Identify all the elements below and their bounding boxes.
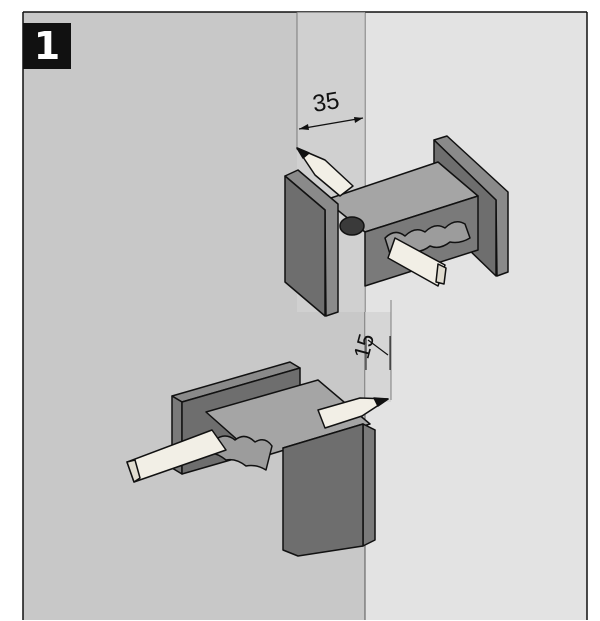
- lower-bracket-front-edge: [362, 423, 376, 547]
- upper-bracket: [284, 135, 509, 317]
- upper-pencil-end: [435, 263, 447, 285]
- lower-bracket-threads: [209, 435, 273, 471]
- dimension-line-35: [298, 117, 364, 130]
- lower-bracket-front-plate: [282, 423, 364, 557]
- dimension-label-35: 35: [311, 87, 342, 118]
- reference-strip-bottom: [365, 312, 391, 402]
- lower-pencil-end: [126, 459, 141, 483]
- upper-bracket-front-plate: [284, 175, 326, 317]
- lower-bracket: [126, 361, 389, 557]
- lower-pencil-tip: [317, 397, 389, 429]
- dimension-arrow-left: [299, 124, 309, 130]
- step-number-badge: 1: [23, 23, 71, 69]
- upper-pencil-tip: [296, 147, 354, 197]
- upper-pencil-lead: [296, 147, 310, 159]
- upper-bracket-slot: [339, 216, 365, 236]
- dimension-line-15: [367, 339, 389, 356]
- upper-pencil-body: [387, 237, 446, 287]
- lower-pencil-lead: [373, 397, 389, 407]
- dimension-arrow-right: [354, 117, 363, 123]
- right-wall-panel: [365, 12, 587, 620]
